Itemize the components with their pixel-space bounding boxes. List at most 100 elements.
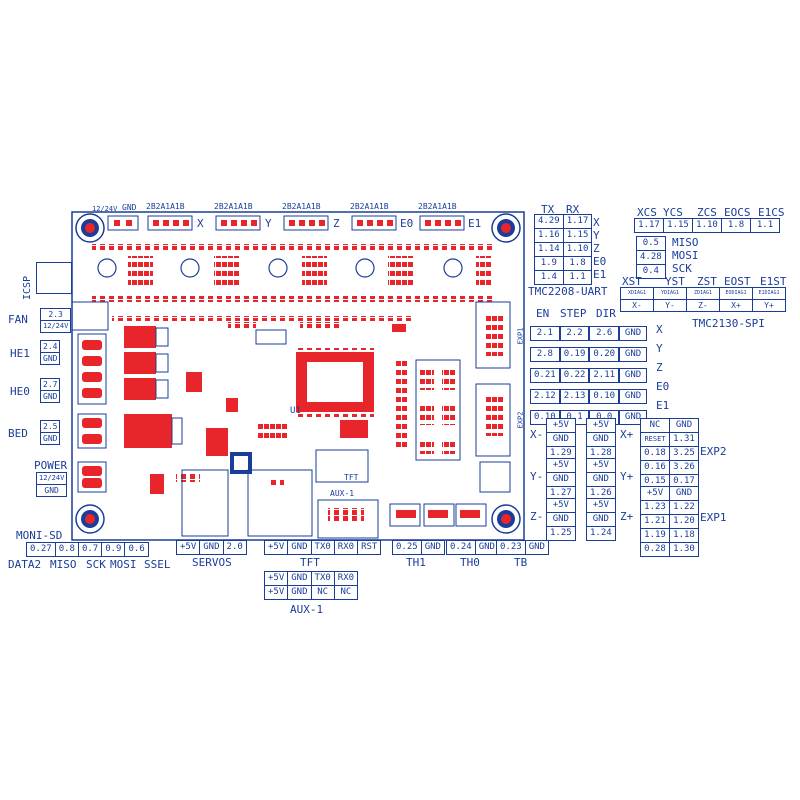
endstop-cell: 1.26: [586, 486, 616, 501]
port-he1-table: 2.4 GND: [39, 340, 61, 365]
port-bed-pin: 2.5: [39, 420, 61, 433]
spi-cs-value: 1.15: [663, 218, 693, 233]
exp2-cell: GND: [669, 418, 699, 433]
port-he0-label: HE0: [10, 385, 30, 398]
endstop-y-minus-table: +5V GND 1.27: [546, 458, 576, 501]
endstop-cell: +5V: [546, 458, 576, 473]
spi-diag: YDIAG1: [653, 287, 687, 300]
spi-cs-header: XCS: [637, 206, 657, 219]
driver-potentiometers: [97, 258, 463, 278]
stepper-axis-e0: E0: [656, 380, 670, 393]
servos-title: SERVOS: [192, 556, 232, 569]
stepper-step: 0.22: [559, 368, 590, 383]
aux1-board-label: AUX-1: [330, 489, 355, 498]
uart-rx: 1.17: [562, 214, 593, 229]
moni-sd-label-miso: MISO: [50, 558, 77, 571]
uart-tx: 1.4: [534, 270, 564, 285]
uart-rx: 1.15: [562, 228, 593, 243]
endstop-cell: GND: [546, 432, 576, 447]
moni-sd-label-sck: SCK: [86, 558, 106, 571]
spi-cs-header: E1CS: [758, 206, 785, 219]
uart-title: TMC2208-UART: [528, 285, 608, 298]
power-label: POWER: [34, 459, 68, 472]
spi-st-header: ZST: [697, 275, 717, 288]
spi-axis: Y+: [752, 299, 786, 312]
endstop-cell: +5V: [586, 458, 616, 473]
tft-cell: GND: [287, 540, 312, 555]
spi-bus-mosi: MOSI: [672, 249, 699, 262]
endstop-y-plus: Y+: [620, 470, 634, 483]
endstop-cell: 1.27: [546, 486, 576, 501]
driver-headers: [128, 256, 491, 286]
spi-bus-sck: SCK: [672, 262, 692, 275]
port-he1-gnd: GND: [39, 352, 61, 365]
exp2-cell: NC: [640, 418, 670, 433]
endstop-cell: GND: [586, 432, 616, 447]
spi-bus-pin: 0.4: [636, 264, 666, 279]
spi-bus-miso: MISO: [672, 236, 699, 249]
driver-label-z: Z: [333, 217, 340, 230]
aux1-cell: GND: [287, 585, 312, 600]
exp2-cell: 0.16: [640, 460, 670, 475]
th1-title: TH1: [406, 556, 426, 569]
spi-cs-header: YCS: [663, 206, 683, 219]
exp1-cell: 1.20: [669, 514, 699, 529]
power-voltage: 12/24V: [35, 472, 68, 485]
moni-sd-label-ssel: SSEL: [144, 558, 171, 571]
uart-axis-e1: E1: [593, 268, 607, 281]
endstop-cell: +5V: [546, 418, 576, 433]
uart-header-tx: TX: [541, 203, 555, 216]
uart-axis-z: Z: [593, 242, 600, 255]
port-fan-table: 2.3 12/24V: [39, 308, 72, 333]
spi-axis: Z-: [686, 299, 720, 312]
endstop-z-plus: Z+: [620, 510, 634, 523]
spi-diag: XDIAG1: [620, 287, 654, 300]
driver-label-e0: E0: [400, 217, 414, 230]
tft-cell: RST: [357, 540, 382, 555]
exp2-cell: RESET: [640, 432, 670, 447]
driver-pins-x: 2B2A1A1B: [146, 202, 185, 211]
uart-tx: 1.14: [534, 242, 564, 257]
port-bed-label: BED: [8, 427, 28, 440]
mosfets: [124, 326, 183, 448]
port-fan-voltage: 12/24V: [39, 320, 72, 333]
port-he1-pin: 2.4: [39, 340, 61, 353]
tft-table: +5V GND TX0 RX0 RST: [263, 540, 382, 555]
port-he0-gnd: GND: [39, 390, 61, 403]
spi-st-table: XDIAG1 YDIAG1 ZDIAG1 EODIAG1 E1DIAG1 X- …: [620, 287, 786, 312]
endstop-cell: +5V: [546, 498, 576, 513]
exp1-cell: 1.22: [669, 500, 699, 515]
driver-pad-rows: [92, 244, 492, 321]
misc-components: [150, 316, 504, 522]
stepper-axis-z: Z: [656, 361, 663, 374]
uart-tx: 4.29: [534, 214, 564, 229]
exp2-cell: 0.18: [640, 446, 670, 461]
endstop-x-minus-table: +5V GND 1.29: [546, 418, 576, 461]
u1-label: U1: [290, 406, 301, 416]
driver-label-y: Y: [265, 217, 272, 230]
port-bed-gnd: GND: [39, 432, 61, 445]
spi-cs-value: 1.17: [634, 218, 664, 233]
exp2-title: EXP2: [700, 445, 727, 458]
stepper-step: 2.13: [559, 389, 590, 404]
fan-power-label: 12/24V: [92, 205, 118, 213]
motor-connector-pads: [114, 220, 461, 226]
th1-pin: 0.25: [392, 540, 422, 555]
port-he0-table: 2.7 GND: [39, 378, 61, 403]
aux1-cell: TX0: [310, 571, 335, 586]
exp1-cell: 1.23: [640, 500, 670, 515]
exp2-cell: 3.26: [669, 460, 699, 475]
exp2-cell: 0.15: [640, 474, 670, 489]
uart-rx: 1.10: [562, 242, 593, 257]
spi-st-header: E1ST: [760, 275, 787, 288]
left-power-connectors: [77, 333, 107, 493]
stepper-header-dir: DIR: [596, 307, 616, 320]
aux1-table: +5V GND TX0 RX0 +5V GND NC NC: [263, 571, 359, 600]
stepper-gnd: GND: [619, 326, 648, 341]
spi-cs-header: ZCS: [697, 206, 717, 219]
